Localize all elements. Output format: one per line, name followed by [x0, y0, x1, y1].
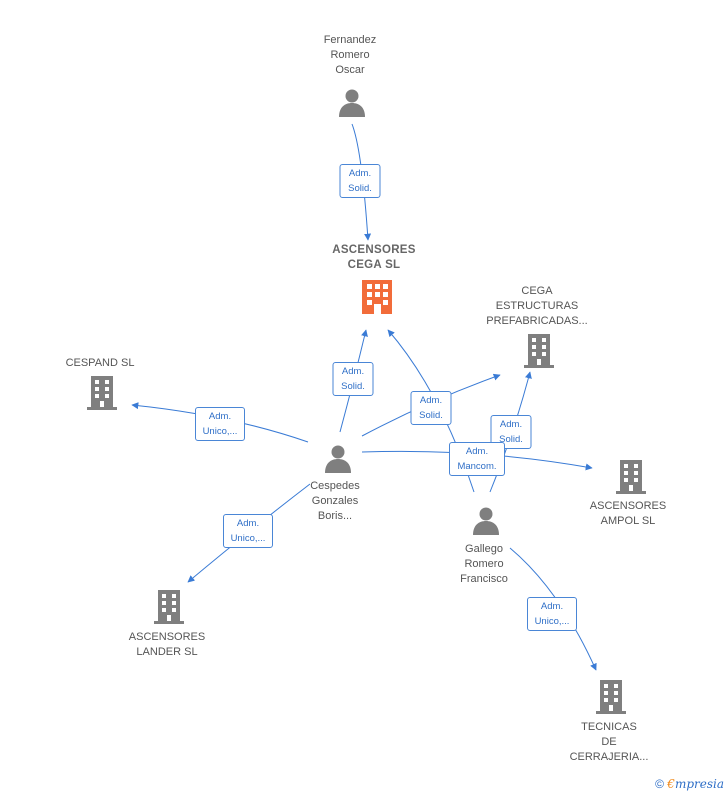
brand-logo-initial: € [667, 777, 675, 791]
building-icon-main[interactable] [362, 280, 392, 314]
relation-label[interactable]: Adm. Unico,... [223, 514, 273, 548]
node-label-fernandez[interactable]: Fernandez Romero Oscar [323, 34, 377, 76]
building-icon[interactable] [596, 680, 626, 714]
node-label-ascensores-ampol[interactable]: ASCENSORES AMPOL SL [589, 500, 667, 527]
node-label-cespand[interactable]: CESPAND SL [65, 357, 135, 369]
relation-label[interactable]: Adm. Mancom. [449, 442, 505, 476]
relation-label[interactable]: Adm. Solid. [339, 164, 381, 198]
relation-label[interactable]: Adm. Unico,... [527, 597, 577, 631]
relation-label[interactable]: Adm. Solid. [332, 362, 374, 396]
node-label-cespedes[interactable]: Cespedes Gonzales Boris... [310, 480, 360, 522]
brand-name: mpresia [674, 777, 724, 791]
person-icon[interactable] [473, 507, 499, 536]
building-icon[interactable] [524, 334, 554, 368]
node-label-tecnicas[interactable]: TECNICAS DE CERRAJERIA... [569, 721, 649, 763]
copyright-symbol: © [655, 777, 664, 791]
footer-brand: © €mpresia [655, 777, 724, 791]
relation-label[interactable]: Adm. Unico,... [195, 407, 245, 441]
node-label-ascensores-lander[interactable]: ASCENSORES LANDER SL [128, 631, 206, 658]
building-icon[interactable] [154, 590, 184, 624]
node-label-cega-estructuras[interactable]: CEGA ESTRUCTURAS PREFABRICADAS... [486, 285, 588, 327]
person-icon[interactable] [325, 445, 351, 474]
node-label-ascensores-cega[interactable]: ASCENSORES CEGA SL [332, 244, 416, 271]
relation-label[interactable]: Adm. Solid. [410, 391, 452, 425]
person-icon[interactable] [339, 89, 365, 118]
building-icon[interactable] [616, 460, 646, 494]
building-icon[interactable] [87, 376, 117, 410]
node-label-gallego[interactable]: Gallego Romero Francisco [460, 543, 508, 585]
